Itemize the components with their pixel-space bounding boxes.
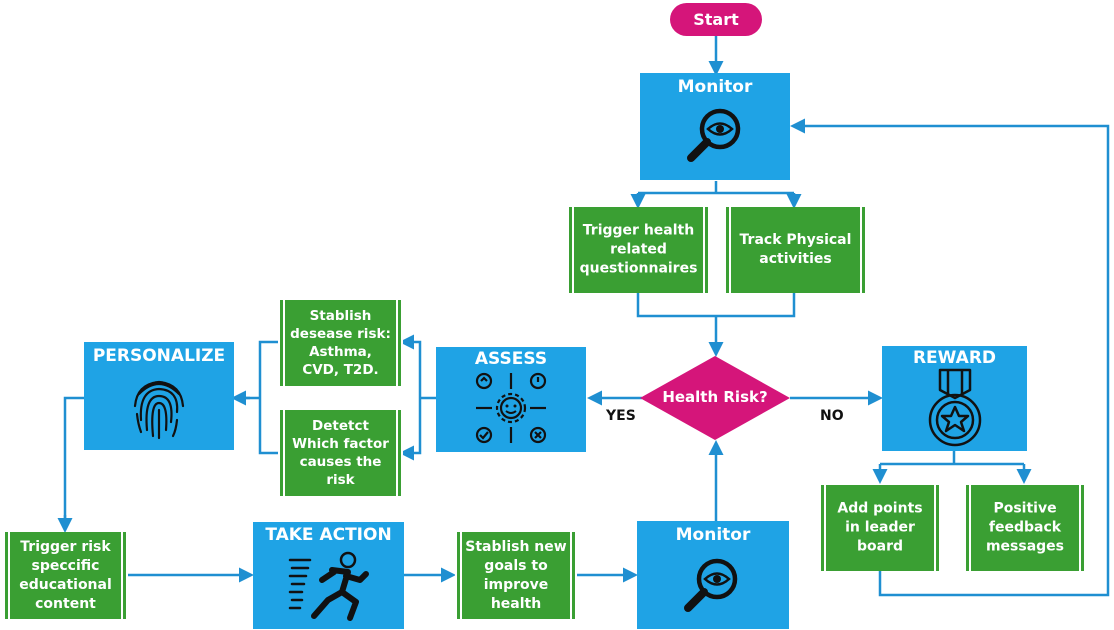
- track-activities-box: Track Physical activities: [724, 207, 867, 293]
- trigger-questionnaires-box: Trigger health related questionnaires: [567, 207, 710, 293]
- arrow-reward-split: [880, 451, 1024, 466]
- take-action-box: TAKE ACTION: [253, 522, 404, 629]
- feedback-box: Positive feedback messages: [964, 485, 1086, 571]
- arrow-assess-branches: [404, 340, 436, 455]
- establish-risk-text: Stablish desease risk: Asthma, CVD, T2D.: [290, 308, 391, 378]
- magnifier-eye-icon: [684, 558, 738, 612]
- personalize-title: PERSONALIZE: [92, 346, 226, 366]
- feedback-text: Positive feedback messages: [985, 500, 1065, 555]
- monitor-bottom-title: Monitor: [675, 525, 751, 545]
- leaderboard-box: Add points in leader board: [819, 485, 941, 571]
- assess-title: ASSESS: [474, 349, 548, 369]
- decision-diamond: [640, 356, 790, 440]
- no-label: NO: [820, 408, 844, 424]
- trigger-educational-box: Trigger risk speccific educational conte…: [3, 532, 128, 619]
- arrow-monitor-split: [638, 181, 794, 195]
- personalize-box: PERSONALIZE: [84, 342, 234, 450]
- monitor-top-title: Monitor: [677, 77, 753, 97]
- arrow-personalize-educational: [63, 396, 84, 527]
- reward-box: REWARD: [882, 346, 1027, 451]
- track-activities-text: Track Physical activities: [739, 232, 852, 267]
- detect-factor-box: Detetct Which factor causes the risk: [278, 410, 403, 496]
- leaderboard-text: Add points in leader board: [837, 500, 923, 555]
- yes-label: YES: [606, 408, 636, 424]
- new-goals-text: Stablish new goals to improve health: [465, 538, 567, 612]
- monitor-bottom-box: Monitor: [637, 521, 789, 629]
- detect-factor-text: Detetct Which factor causes the risk: [292, 418, 389, 488]
- running-person-icon: [288, 551, 369, 621]
- magnifier-eye-icon: [687, 108, 741, 162]
- establish-risk-box: Stablish desease risk: Asthma, CVD, T2D.: [278, 300, 403, 386]
- fingerprint-icon: [133, 380, 185, 440]
- reward-title: REWARD: [912, 348, 997, 368]
- trigger-educational-text: Trigger risk speccific educational conte…: [19, 538, 112, 612]
- trigger-questionnaires-text: Trigger health related questionnaires: [579, 222, 698, 277]
- new-goals-box: Stablish new goals to improve health: [455, 532, 577, 619]
- assess-box: ASSESS: [436, 347, 586, 452]
- arrow-loop-back: [796, 124, 1110, 597]
- assessment-gear-icon: [475, 372, 547, 444]
- medal-star-icon: [928, 368, 982, 447]
- decision-label: Health Risk?: [662, 388, 768, 406]
- take-action-title: TAKE ACTION: [265, 525, 392, 545]
- start-node: Start: [670, 3, 762, 36]
- arrow-merge-decision: [636, 293, 796, 318]
- monitor-top-box: Monitor: [640, 73, 790, 180]
